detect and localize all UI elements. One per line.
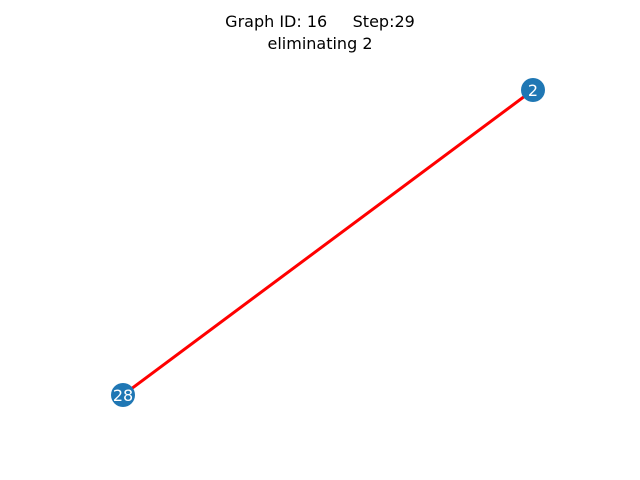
graph-title: Graph ID: 16 Step:29 [225, 12, 415, 31]
node-2-circle [521, 78, 545, 102]
edge-2-28 [122, 88, 534, 397]
graph-subtitle: eliminating 2 [267, 34, 373, 53]
node-2-label: 2 [528, 81, 538, 100]
node-28-label: 28 [113, 386, 133, 405]
node-28-circle [111, 383, 135, 407]
node-28: 28 [111, 383, 135, 407]
node-2: 2 [521, 78, 545, 102]
